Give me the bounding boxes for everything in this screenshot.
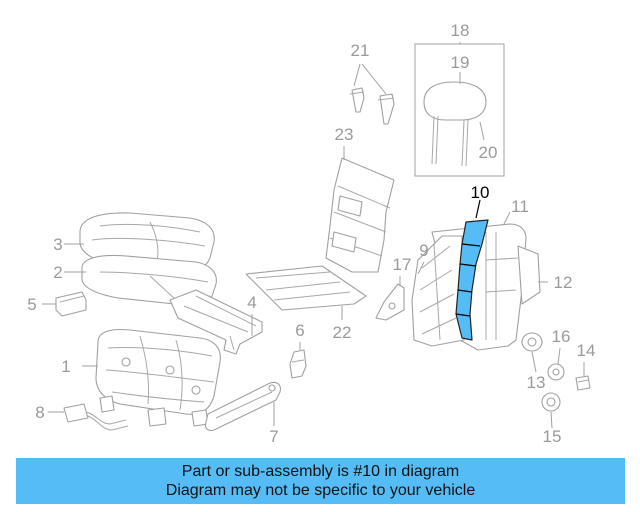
- callout-18: 18: [451, 21, 470, 40]
- callout-labels: 1 2 3 4 5 6 7 8 9 10 11 12 13 14 15 16 1…: [27, 21, 595, 446]
- callout-9: 9: [419, 241, 428, 260]
- callout-10: 10: [471, 183, 490, 202]
- callout-14: 14: [577, 341, 596, 360]
- part-17-bracket[interactable]: [375, 283, 405, 321]
- callout-5: 5: [27, 295, 36, 314]
- seat-parts-diagram: 1 2 3 4 5 6 7 8 9 10 11 12 13 14 15 16 1…: [27, 21, 595, 446]
- part-14-knob[interactable]: [575, 375, 591, 391]
- part-8-switch[interactable]: [63, 403, 129, 431]
- callout-23: 23: [335, 125, 354, 144]
- part-9-seat-back-side[interactable]: [411, 235, 465, 347]
- leader-lines: [42, 42, 585, 429]
- callout-1: 1: [61, 357, 70, 376]
- part-19-headrest[interactable]: [423, 81, 487, 167]
- callout-7: 7: [269, 427, 278, 446]
- part-12-back-panel[interactable]: [517, 245, 541, 305]
- part-5-knob[interactable]: [55, 291, 87, 317]
- callout-4: 4: [247, 293, 256, 312]
- callout-3: 3: [53, 235, 62, 254]
- callout-19: 19: [451, 53, 470, 72]
- part-7-side-cover[interactable]: [204, 381, 281, 432]
- part-16-cap[interactable]: [547, 363, 565, 381]
- info-banner: Part or sub-assembly is #10 in diagram D…: [16, 458, 625, 504]
- callout-16: 16: [552, 327, 571, 346]
- banner-line-2: Diagram may not be specific to your vehi…: [165, 482, 476, 499]
- callout-20: 20: [479, 143, 498, 162]
- callout-22: 22: [333, 323, 352, 342]
- part-22-back-board[interactable]: [245, 265, 367, 311]
- callout-21: 21: [351, 41, 370, 60]
- callout-6: 6: [295, 321, 304, 340]
- part-15-washer[interactable]: [541, 392, 561, 412]
- part-1-seat-frame[interactable]: [95, 328, 221, 427]
- part-4-cushion-frame[interactable]: [169, 289, 263, 355]
- part-6-clip[interactable]: [289, 349, 307, 379]
- part-13-grommet[interactable]: [521, 332, 543, 352]
- part-21-headrest-guides[interactable]: [349, 87, 395, 125]
- callout-11: 11: [511, 197, 529, 216]
- callout-17: 17: [393, 255, 412, 274]
- callout-15: 15: [543, 427, 562, 446]
- callout-8: 8: [35, 403, 44, 422]
- part-10-seat-back-trim[interactable]: [455, 219, 489, 341]
- banner-line-1: Part or sub-assembly is #10 in diagram: [181, 463, 460, 480]
- callout-2: 2: [53, 263, 62, 282]
- part-23-back-panel[interactable]: [325, 157, 395, 273]
- callout-12: 12: [554, 273, 573, 292]
- callout-13: 13: [527, 373, 546, 392]
